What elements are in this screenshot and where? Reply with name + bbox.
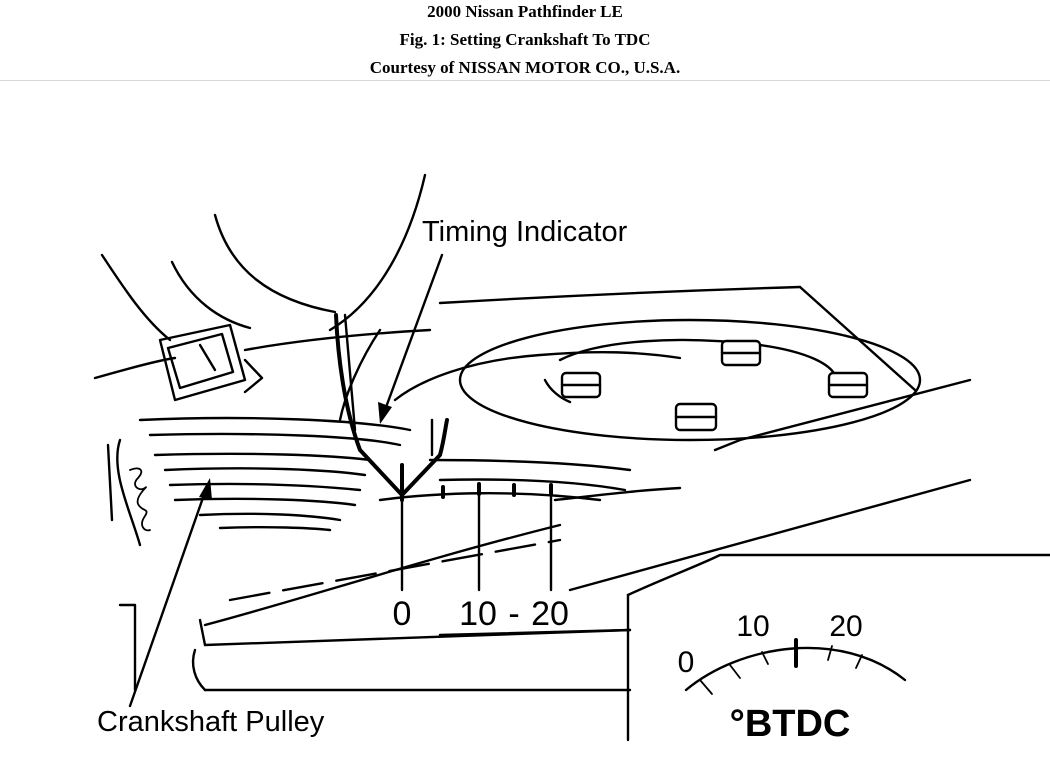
pulley-grooves: [106, 416, 632, 547]
mark-dash: -: [508, 595, 519, 633]
arrowhead-icon: [199, 478, 212, 500]
btdc-inset: 0 10 20 °BTDC: [626, 553, 1050, 745]
btdc-unit-label: °BTDC: [730, 703, 851, 745]
figure-caption: Fig. 1: Setting Crankshaft To TDC: [399, 30, 651, 49]
crankshaft-pulley-label: Crankshaft Pulley: [97, 706, 325, 738]
bolts: [560, 339, 869, 432]
bracket: [158, 323, 264, 402]
mark-20-label: 20: [531, 595, 569, 633]
timing-indicator-pointer: [334, 313, 449, 502]
inset-0-label: 0: [678, 646, 695, 679]
document-title: 2000 Nissan Pathfinder LE: [427, 2, 623, 21]
bolt: [720, 339, 762, 367]
timing-indicator-callout: Timing Indicator: [378, 216, 628, 424]
timing-indicator-label: Timing Indicator: [422, 216, 628, 248]
inset-20-label: 20: [829, 610, 862, 643]
crankshaft-pulley-callout: Crankshaft Pulley: [97, 478, 325, 738]
crankshaft-tdc-diagram: 0 10 - 20 0 10 20 °BTDC Timing Indicator: [93, 173, 1050, 745]
bolt: [827, 371, 869, 399]
courtesy-line: Courtesy of NISSAN MOTOR CO., U.S.A.: [369, 58, 681, 77]
mark-10-label: 10: [459, 595, 497, 633]
engine-housing-lines: [93, 173, 917, 422]
inset-10-label: 10: [736, 610, 769, 643]
bolt: [674, 402, 718, 432]
arrowhead-icon: [378, 402, 392, 424]
lower-body-lines: [118, 478, 972, 692]
figure-header: 2000 Nissan Pathfinder LE Fig. 1: Settin…: [0, 0, 1050, 81]
mark-0-label: 0: [393, 595, 412, 633]
pulley-timing-scale: 0 10 - 20: [378, 482, 602, 633]
bolt: [560, 371, 602, 399]
